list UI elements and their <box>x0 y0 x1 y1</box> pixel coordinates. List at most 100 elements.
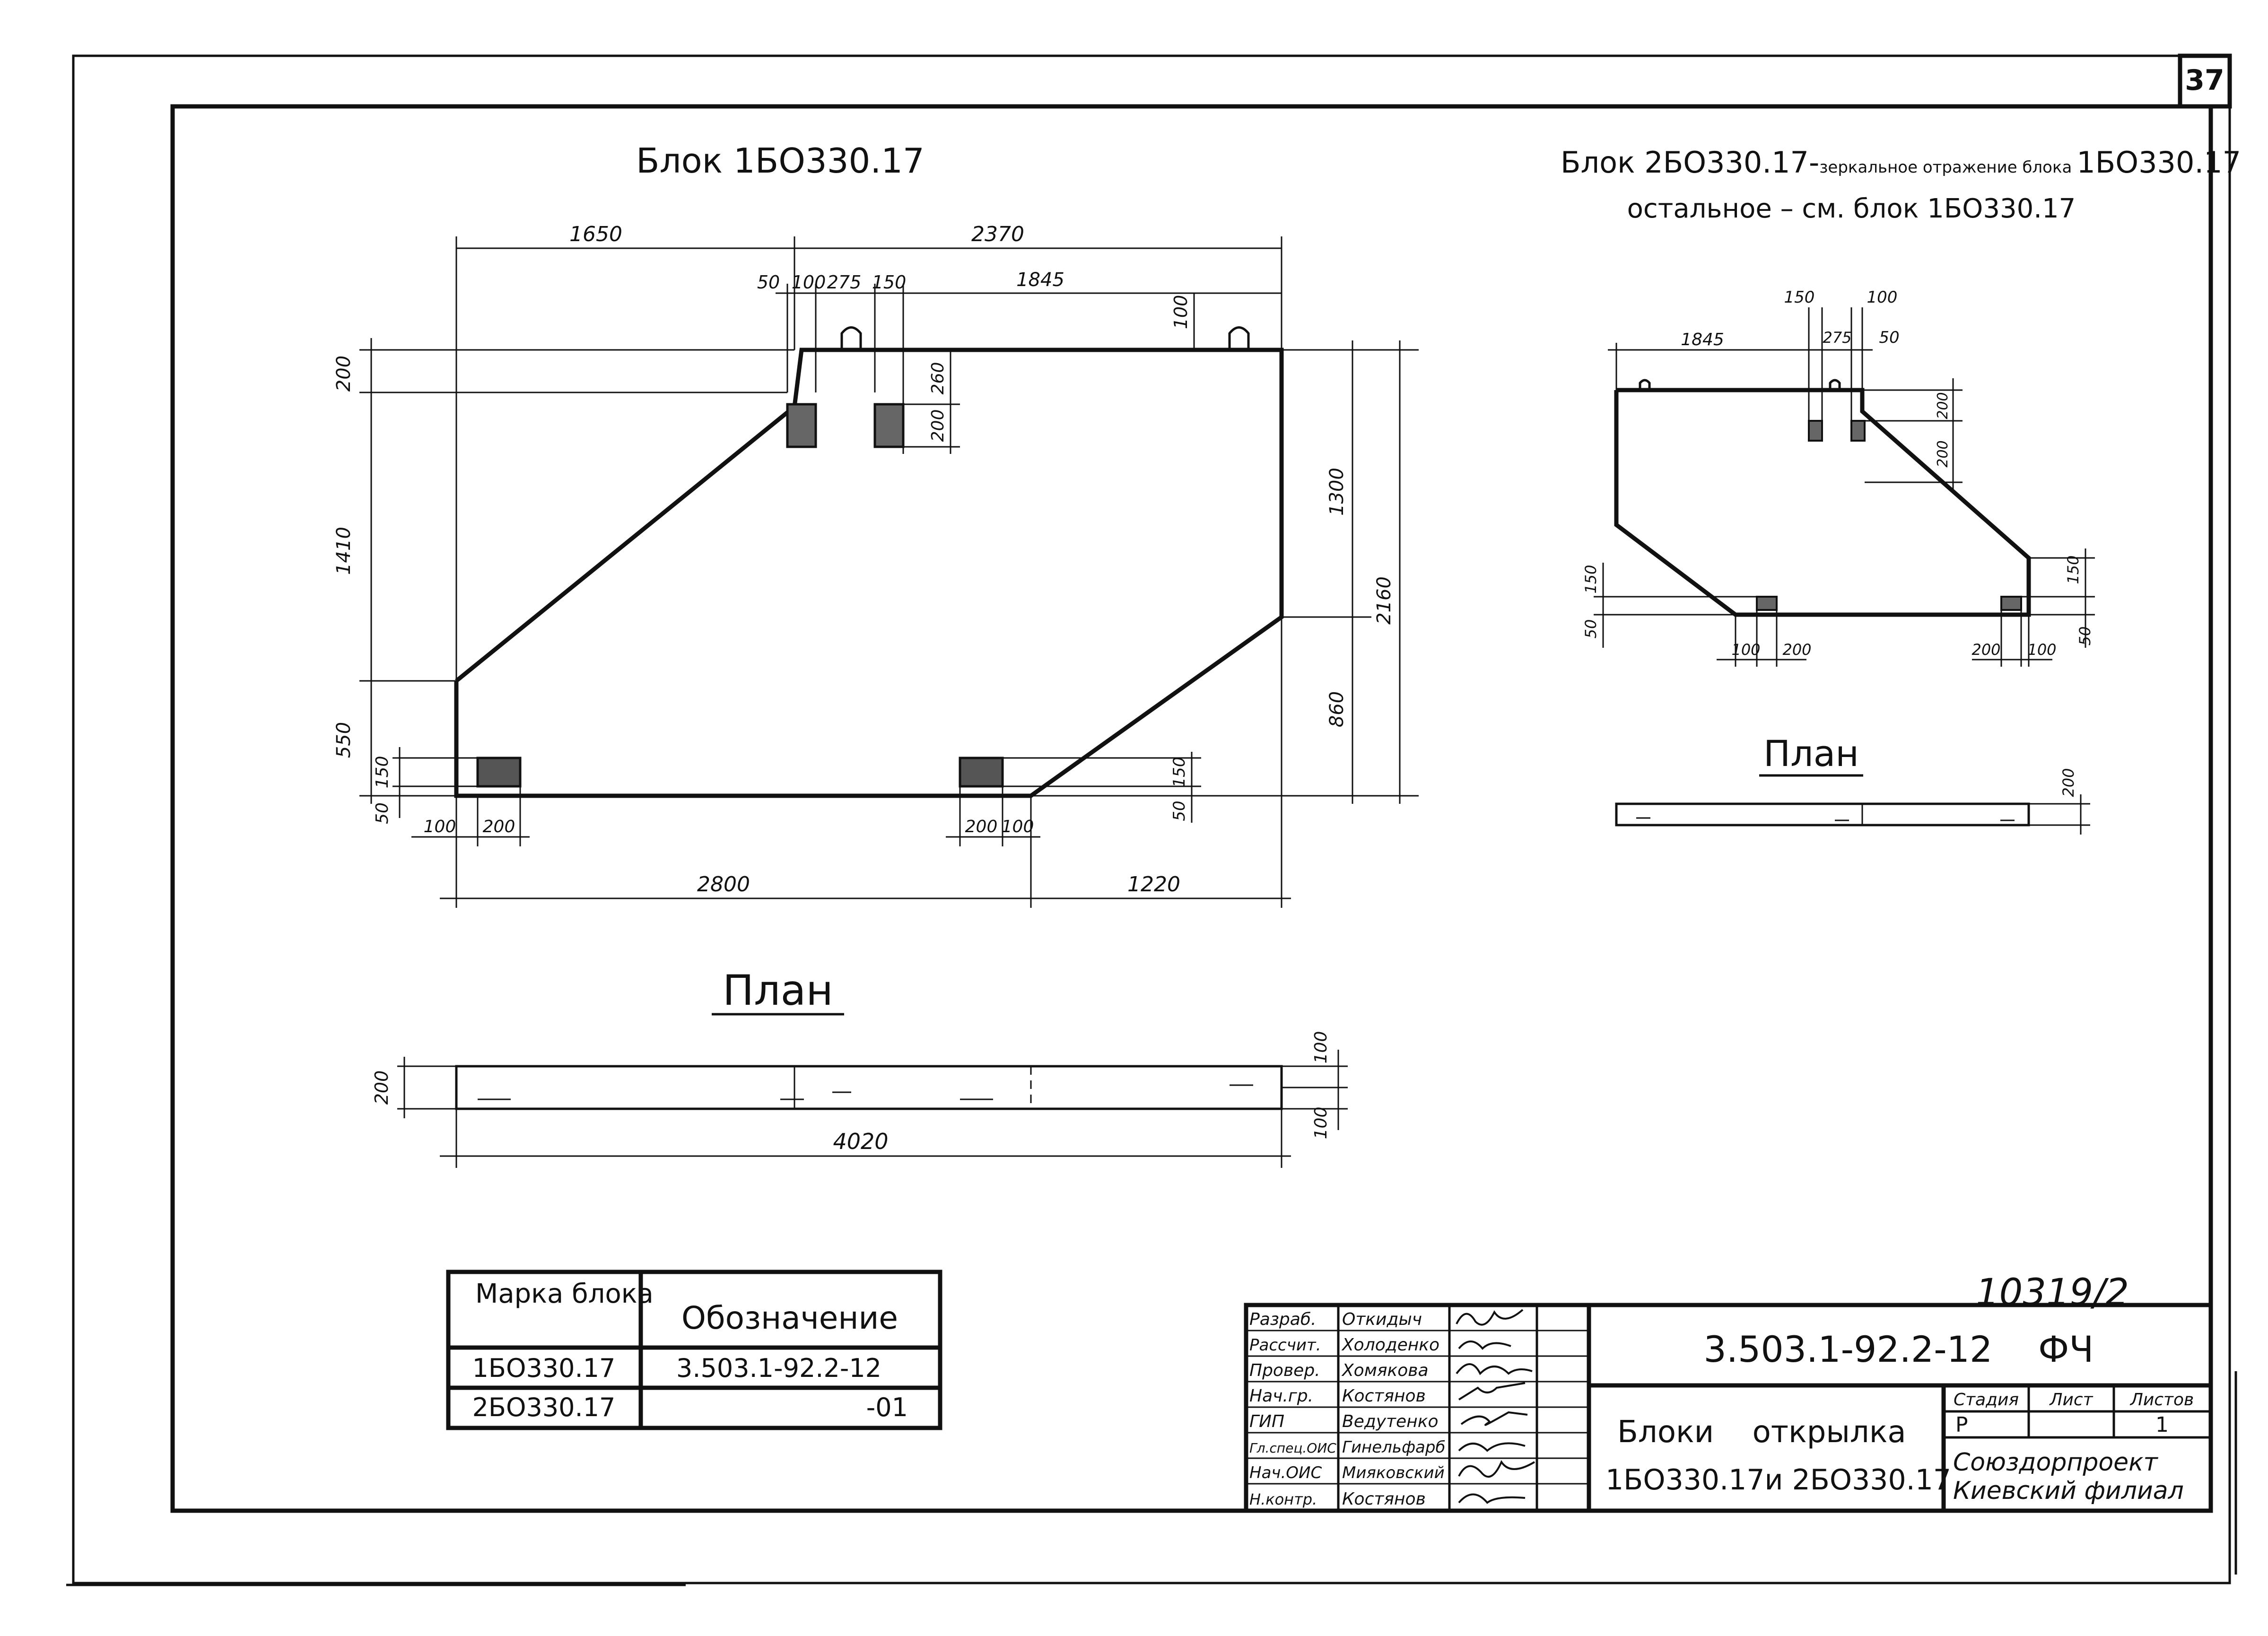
sheet-header: Лист <box>2049 1390 2093 1410</box>
mirror-plan-title: План <box>1763 732 1859 774</box>
marks-row-1-mark: 1БО330.17 <box>472 1353 616 1383</box>
dim-bottom-100b: 100 <box>1002 817 1034 836</box>
role-2: Провер. <box>1249 1361 1320 1380</box>
mirror-plan-outline <box>1615 802 2030 827</box>
main-block-title: Блок 1БО330.17 <box>636 141 925 181</box>
dim-right-50: 50 <box>1170 801 1189 821</box>
mirror-title-note: зеркальное отражение блока <box>1819 158 2072 177</box>
mirror-loop-icon-2 <box>1829 379 1841 390</box>
mirror-dim-bl-200: 200 <box>1782 641 1811 659</box>
mirror-dim-br-100: 100 <box>2027 641 2056 659</box>
dim-left-200: 200 <box>333 356 355 392</box>
mirror-dim-right-200a: 200 <box>1935 392 1951 419</box>
marks-header-designation: Обозначение <box>681 1300 898 1336</box>
marks-row-2-mark: 2БО330.17 <box>472 1392 616 1422</box>
sheets-value: 1 <box>2155 1413 2169 1437</box>
role-4: ГИП <box>1249 1412 1284 1431</box>
sheets-header: Листов <box>2129 1390 2194 1410</box>
main-left-dimensions <box>359 338 794 818</box>
mirror-title-line1: Блок 2БО330.17-зеркальное отражение блок… <box>1561 145 2241 180</box>
main-bottom-dimensions <box>411 617 1291 908</box>
dim-right-150: 150 <box>1170 757 1189 788</box>
marks-header-mark: Марка блока <box>475 1279 654 1309</box>
dim-right-860: 860 <box>1326 691 1348 727</box>
dim-left-150: 150 <box>373 756 392 789</box>
mirror-dim-left-150: 150 <box>1582 565 1600 593</box>
mirror-title-line2: остальное – см. блок 1БО330.17 <box>1627 193 2076 224</box>
dim-top-right: 2370 <box>971 222 1024 246</box>
signatures <box>1456 1309 1535 1504</box>
role-3: Нач.гр. <box>1249 1386 1313 1406</box>
main-top-dimensions <box>455 236 1282 681</box>
mirror-dim-50: 50 <box>1879 328 1899 347</box>
plan-dim-200: 200 <box>371 1070 392 1105</box>
inner-frame <box>170 104 2213 1513</box>
name-2: Хомякова <box>1341 1361 1429 1380</box>
mirror-plan-dim-200: 200 <box>2059 768 2077 797</box>
name-0: Откидыч <box>1342 1310 1422 1329</box>
dim-mid-260: 260 <box>928 362 948 395</box>
embedded-plate-2 <box>873 403 905 448</box>
main-block-outline <box>454 348 1284 798</box>
mirror-plate-4 <box>2000 596 2022 611</box>
drawing-name-line2: 1БО330.17и 2БО330.17 <box>1605 1463 1951 1497</box>
mirror-dim-275: 275 <box>1823 329 1851 347</box>
marks-row-2-designation: -01 <box>866 1392 908 1422</box>
org-line2: Киевский филиал <box>1953 1477 2184 1505</box>
mirror-dim-right-150: 150 <box>2064 555 2082 584</box>
plan-dim-length: 4020 <box>833 1129 888 1154</box>
drawing-name-line1: Блоки открылка <box>1617 1415 1906 1450</box>
mirror-plate-1 <box>1808 420 1823 442</box>
dim-right-1300: 1300 <box>1326 468 1348 516</box>
mirror-dim-right-200b: 200 <box>1935 440 1951 467</box>
marks-row-1-designation: 3.503.1-92.2-12 <box>676 1353 881 1383</box>
name-3: Костянов <box>1342 1386 1426 1406</box>
dim-bottom-2800: 2800 <box>697 872 750 896</box>
name-6: Мияковский <box>1342 1463 1445 1482</box>
role-0: Разраб. <box>1249 1310 1316 1329</box>
sheet-number-box <box>2178 53 2232 109</box>
role-6: Нач.ОИС <box>1249 1463 1322 1482</box>
name-5: Гинельфарб <box>1342 1438 1445 1457</box>
dim-left-550: 550 <box>333 722 355 758</box>
mirror-dim-left-50: 50 <box>1582 619 1600 639</box>
dim-275: 275 <box>827 272 862 293</box>
mirror-dimensions <box>1594 307 2095 667</box>
name-7: Костянов <box>1342 1489 1426 1509</box>
embedded-plate-4 <box>959 757 1004 788</box>
main-plan-hidden-lines <box>478 1066 1253 1109</box>
dim-left-50: 50 <box>373 802 392 824</box>
mirror-dim-right-50: 50 <box>2076 627 2094 646</box>
dim-left-1410: 1410 <box>333 527 355 575</box>
dim-bottom-100: 100 <box>424 817 456 836</box>
dim-top-left: 1650 <box>569 222 622 246</box>
mirror-dim-100: 100 <box>1867 288 1898 307</box>
dim-50: 50 <box>757 272 780 293</box>
stage-value: Р <box>1955 1413 1968 1437</box>
embedded-plate-3 <box>476 757 522 788</box>
name-1: Холоденко <box>1341 1335 1439 1355</box>
role-1: Рассчит. <box>1249 1336 1321 1355</box>
mirror-dim-bl-100: 100 <box>1731 641 1760 659</box>
dim-mid-200: 200 <box>928 409 948 442</box>
dim-bottom-1220: 1220 <box>1127 872 1180 896</box>
role-7: Н.контр. <box>1249 1490 1317 1508</box>
dim-150: 150 <box>872 272 907 293</box>
mirror-plate-2 <box>1850 420 1866 442</box>
sheet-number: 37 <box>2185 64 2224 97</box>
name-4: Ведутенко <box>1342 1412 1438 1431</box>
main-right-dimensions <box>1003 340 1419 823</box>
org-line1: Союздорпроект <box>1953 1448 2159 1477</box>
lifting-loop-icon-2 <box>1228 326 1250 350</box>
handwritten-number: 10319/2 <box>1976 1271 2129 1314</box>
doc-code: 3.503.1-92.2-12 ФЧ <box>1703 1328 2094 1370</box>
mirror-block-outline <box>1614 388 2031 617</box>
embedded-plate-1 <box>786 403 817 448</box>
stage-header: Стадия <box>1954 1390 2019 1410</box>
mirror-dim-br-200: 200 <box>1971 641 2000 659</box>
main-plan-dimensions <box>397 1050 1348 1168</box>
plan-dim-100-top: 100 <box>1311 1031 1331 1064</box>
mirror-dim-150: 150 <box>1784 288 1815 307</box>
title-block-grid <box>1244 1303 2213 1513</box>
